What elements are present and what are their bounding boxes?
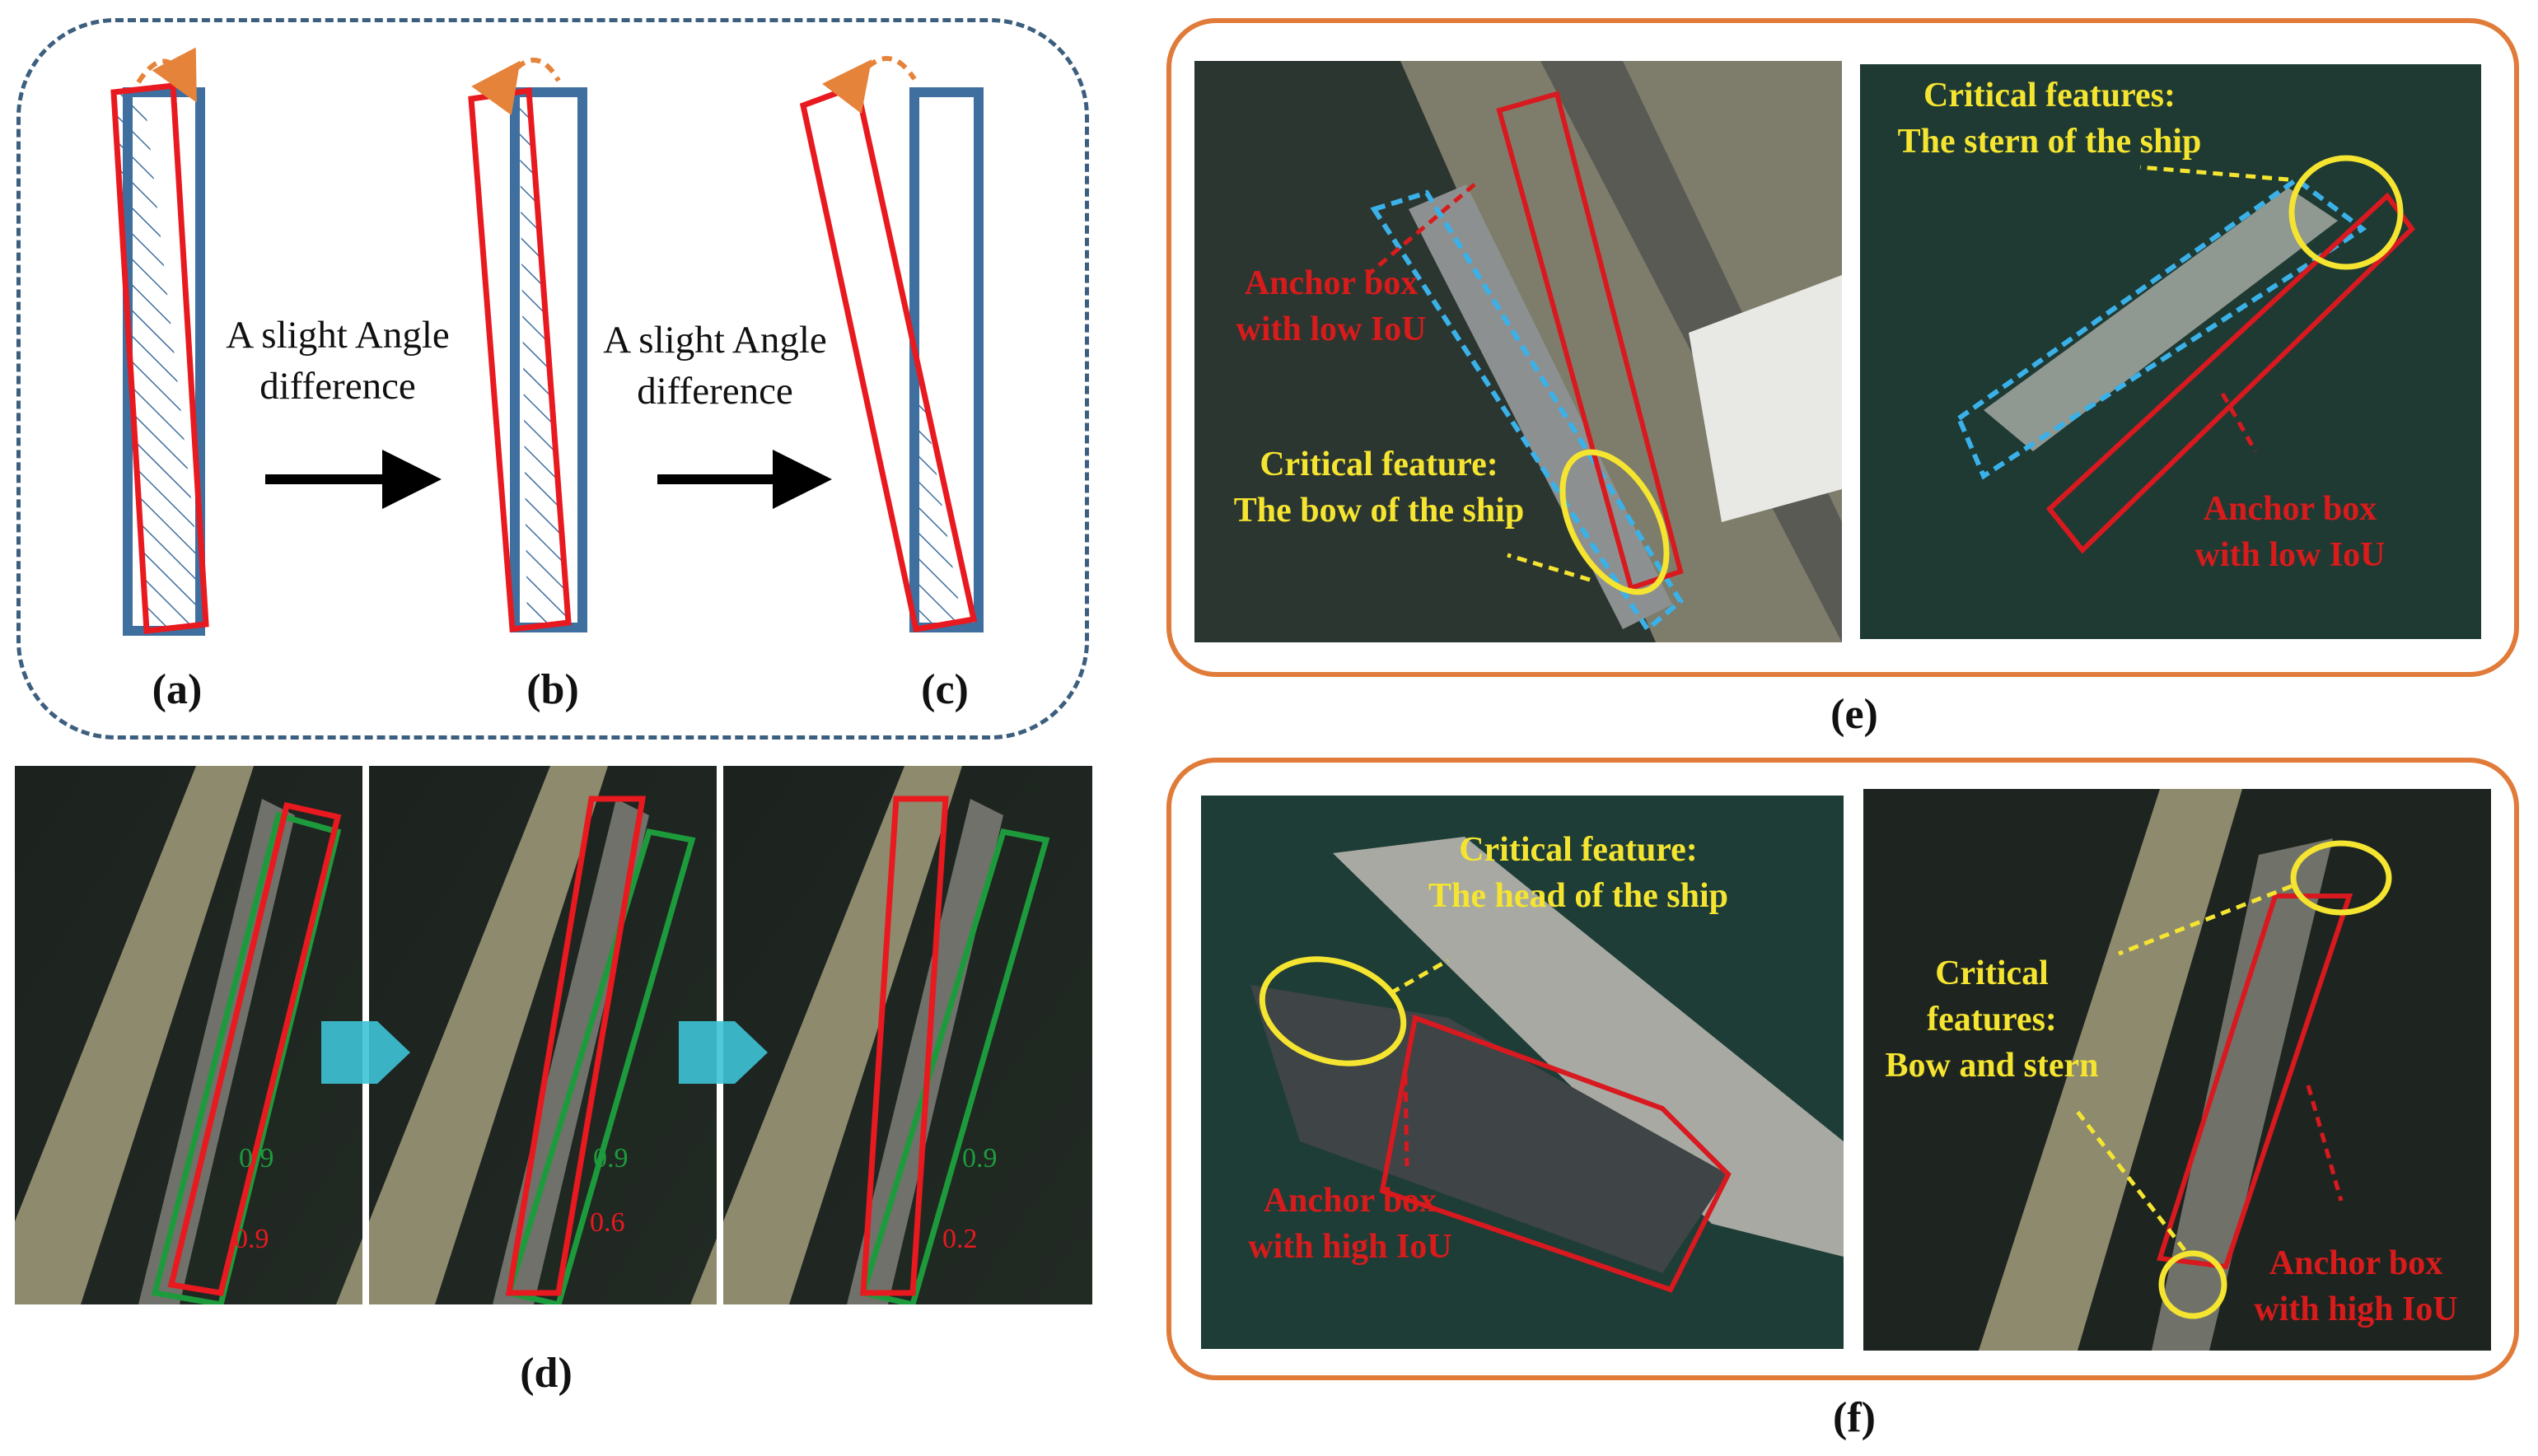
red-score-3: 0.2 [942, 1224, 978, 1254]
chevron-icon-1 [321, 1021, 410, 1084]
angle-caption-2: A slight Angle difference [575, 315, 855, 417]
panel-f-right-critical-line3: Bow and stern [1885, 1047, 2099, 1085]
angle-diagram-frame [16, 18, 1089, 740]
panel-e-right-critical-label: Critical features: The stern of the ship [1868, 72, 2231, 165]
panel-e-right-anchor-label: Anchor box with low IoU [2175, 486, 2405, 578]
case-b-boxes [468, 58, 587, 632]
panel-f-right-svg [1863, 789, 2491, 1351]
case-c-boxes [799, 56, 984, 633]
panel-e-left-anchor-label: Anchor box with low IoU [1224, 260, 1438, 352]
caption-1-line1: A slight Angle [226, 314, 450, 357]
panel-f-left-critical-line1: Critical feature: [1459, 831, 1698, 869]
green-score-2: 0.9 [593, 1143, 629, 1174]
panel-e-right-image [1860, 64, 2481, 639]
panel-e-left-critical-line2: The bow of the ship [1233, 492, 1525, 530]
panel-label-a: (a) [152, 666, 203, 713]
panel-e-left-anchor-line1: Anchor box [1244, 264, 1419, 302]
panel-f-right-critical-line2: features: [1927, 1001, 2057, 1038]
panel-f-left-critical-label: Critical feature: The head of the ship [1389, 827, 1768, 919]
rotation-arrow-a [136, 47, 197, 103]
panel-f-left-anchor-line1: Anchor box [1263, 1182, 1437, 1220]
case-a-boxes [110, 47, 209, 636]
rotation-arrow-b [471, 58, 561, 115]
panel-e-left-anchor-line2: with low IoU [1236, 310, 1427, 348]
panel-label-c: (c) [921, 666, 969, 713]
panel-d-frame-1 [15, 766, 362, 1304]
panel-e-left-critical-line1: Critical feature: [1260, 446, 1498, 483]
panel-label-b: (b) [526, 666, 579, 713]
panel-e-frame [1166, 18, 2519, 677]
panel-f-left-anchor-line2: with high IoU [1248, 1228, 1452, 1266]
panel-d-images [15, 766, 1092, 1304]
panel-f-right-critical-label: Critical features: Bow and stern [1860, 950, 2124, 1089]
panel-e-right-critical-line1: Critical features: [1923, 77, 2176, 114]
panel-f-right-anchor-line1: Anchor box [2269, 1244, 2443, 1282]
panel-f-right-image [1863, 789, 2491, 1351]
green-score-3: 0.9 [962, 1143, 998, 1174]
panel-f-left-anchor-label: Anchor box with high IoU [1231, 1178, 1470, 1270]
panel-label-f: (f) [1833, 1394, 1876, 1441]
green-score-1: 0.9 [239, 1143, 274, 1174]
caption-1-line2: difference [259, 365, 416, 408]
panel-e-right-svg [1860, 64, 2481, 639]
panel-f-left-image [1201, 796, 1844, 1349]
panel-e-left-svg [1194, 61, 1842, 642]
panel-d-frame-2 [336, 766, 717, 1304]
panel-e-right-critical-line2: The stern of the ship [1897, 123, 2202, 161]
panel-f-right-anchor-label: Anchor box with high IoU [2224, 1240, 2488, 1332]
panel-e-left-image [1194, 61, 1842, 642]
panel-label-d: (d) [520, 1350, 573, 1397]
panel-f-right-critical-line1: Critical [1935, 954, 2049, 992]
panel-f-right-anchor-line2: with high IoU [2254, 1290, 2458, 1328]
rotation-arrow-c [821, 56, 917, 114]
panel-f-left-critical-line2: The head of the ship [1428, 877, 1729, 915]
panel-e-left-critical-label: Critical feature: The bow of the ship [1214, 441, 1544, 534]
panel-e-right-anchor-line1: Anchor box [2203, 490, 2377, 528]
panel-label-e: (e) [1830, 691, 1878, 738]
panel-d-strip [15, 766, 1092, 1304]
angle-diagram-svg [110, 47, 984, 636]
red-score-1: 0.9 [234, 1224, 269, 1254]
red-score-2: 0.6 [590, 1207, 625, 1238]
caption-2-line2: difference [637, 370, 793, 413]
overlap-hatch-a [114, 89, 206, 632]
panel-f-frame [1166, 758, 2519, 1380]
caption-2-line1: A slight Angle [603, 319, 827, 362]
panel-e-right-anchor-line2: with low IoU [2194, 536, 2386, 574]
panel-f-left-svg [1201, 796, 1844, 1349]
angle-caption-1: A slight Angle difference [189, 310, 486, 412]
panel-d-frame-3 [690, 766, 1092, 1304]
chevron-icon-2 [679, 1021, 768, 1084]
